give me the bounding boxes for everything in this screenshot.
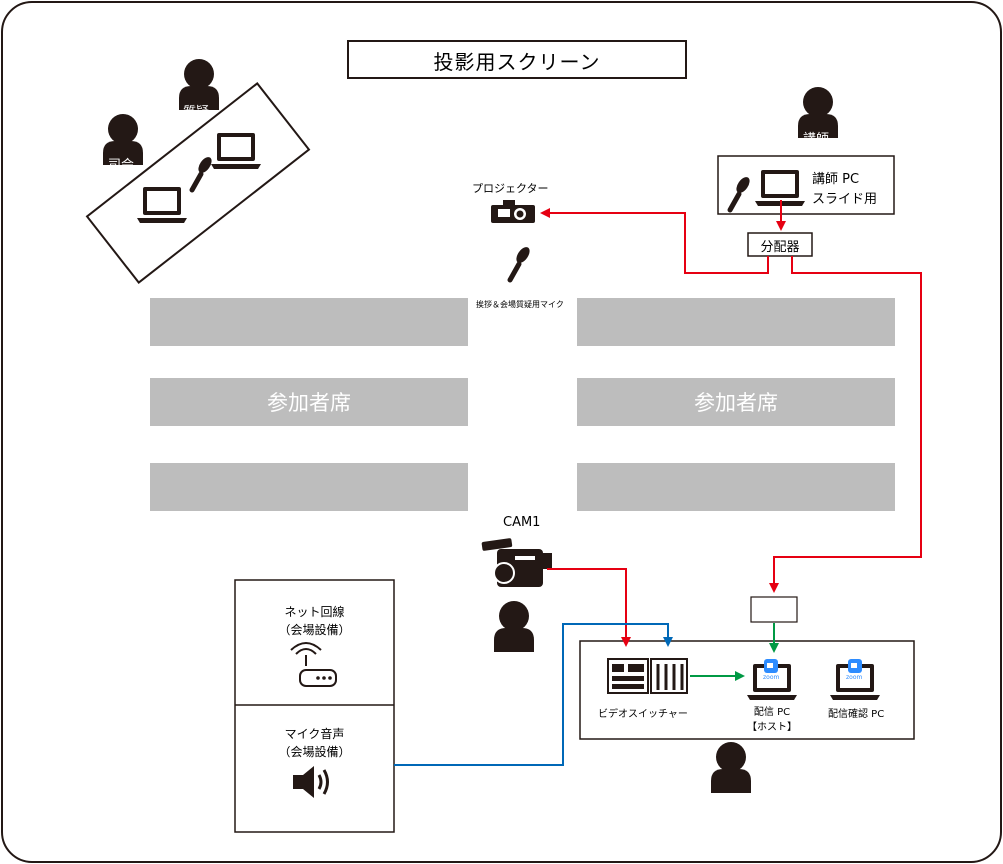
seat-block-left-2: 参加者席 — [150, 378, 468, 426]
screen-title: 投影用スクリーン — [433, 50, 601, 74]
signal-camera-to-switcher — [547, 568, 631, 647]
camera-icon — [481, 538, 552, 587]
lecturer-pc-box — [717, 155, 895, 215]
streaming-pc-line2: 【ホスト】 — [747, 722, 797, 733]
seat-block-right-1 — [577, 298, 895, 346]
mic-audio-line1: マイク音声 — [284, 727, 345, 741]
monitor-pc-icon — [830, 659, 880, 700]
converter-box — [750, 596, 798, 623]
splitter-box — [747, 232, 813, 257]
seating-label: 参加者席 — [267, 391, 351, 415]
projector-label: プロジェクター — [472, 182, 549, 195]
streaming-pc-icon — [747, 659, 797, 700]
signal-splitter-to-converter — [769, 256, 922, 593]
network-line1: ネット回線 — [284, 605, 345, 619]
camera-label: CAM1 — [503, 515, 541, 530]
label-host: 司会 — [108, 158, 135, 173]
host-table — [85, 82, 311, 284]
seat-block-left-1 — [150, 298, 468, 346]
speaker-icon — [293, 766, 329, 798]
venue-equipment-box — [234, 579, 395, 833]
person-icon — [711, 742, 751, 793]
label-lecturer: 講師 — [803, 132, 830, 147]
signal-audio-to-switcher — [394, 623, 673, 766]
screen-box — [347, 40, 687, 79]
seat-block-left-3 — [150, 463, 468, 511]
splitter-label: 分配器 — [760, 240, 800, 255]
seating-label: 参加者席 — [694, 391, 778, 415]
switcher-label: ビデオスイッチャー — [598, 709, 688, 720]
zoom-label: zoom — [846, 674, 863, 681]
mic-icon — [192, 155, 214, 190]
label-question: 質疑 — [183, 105, 210, 120]
mic-audio-line2: （会場設備） — [278, 745, 351, 759]
projector-icon — [491, 200, 535, 223]
signal-splitter-to-projector — [540, 208, 769, 274]
staff-label-2: STAFF — [712, 797, 751, 810]
laptop-icon — [137, 187, 187, 223]
seat-block-right-3 — [577, 463, 895, 511]
streaming-pc-line1: 配信 PC — [753, 707, 791, 718]
laptop-icon — [211, 133, 261, 169]
lecturer-pc-line1: 講師 PC — [812, 172, 860, 187]
person-icon — [494, 601, 534, 652]
seat-block-right-2: 参加者席 — [577, 378, 895, 426]
video-switcher-icon — [607, 658, 688, 694]
lecturer-pc-line2: スライド用 — [812, 192, 878, 207]
monitor-pc-label: 配信確認 PC — [828, 709, 885, 720]
venue-mic-label: 挨拶＆会場質疑用マイク — [476, 300, 564, 309]
mic-icon — [510, 245, 532, 280]
network-line2: （会場設備） — [278, 623, 351, 637]
router-icon — [290, 642, 337, 687]
staff-label-1: STAFF — [495, 657, 534, 670]
zoom-label: zoom — [763, 674, 780, 681]
